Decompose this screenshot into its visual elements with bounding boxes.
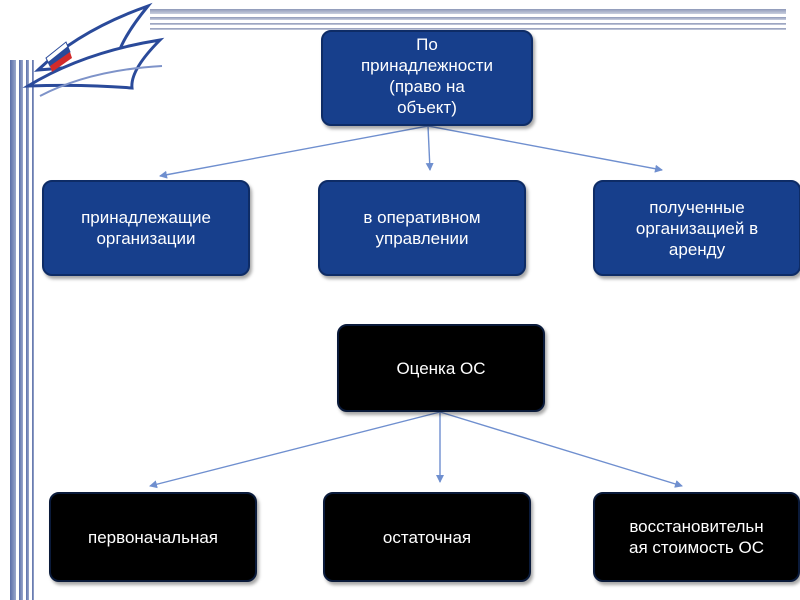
- decor-vertical-stripe-2: [19, 60, 23, 600]
- residual-cost-label: остаточная: [382, 527, 472, 547]
- residual-cost-box: остаточная: [323, 492, 531, 582]
- ownership-root-box: По принадлежности (право на объект): [321, 30, 533, 126]
- owned-by-organization-box: принадлежащие организации: [42, 180, 250, 276]
- decor-horizontal-stripe-3: [150, 23, 786, 25]
- valuation-root-box: Оценка ОС: [337, 324, 545, 412]
- decor-horizontal-stripe-4: [150, 28, 786, 30]
- decor-vertical-stripe-3: [26, 60, 29, 600]
- valuation-root-label: Оценка ОС: [396, 358, 486, 378]
- replacement-cost-label: восстановительн ая стоимость ОС: [629, 517, 764, 557]
- leased-box: полученные организацией в аренду: [593, 180, 800, 276]
- operational-management-label: в оперативном управлении: [363, 208, 481, 248]
- decor-horizontal-stripe-2: [150, 17, 786, 20]
- ownership-root-label: По принадлежности (право на объект): [360, 35, 494, 117]
- operational-management-box: в оперативном управлении: [318, 180, 526, 276]
- decor-vertical-stripe-1: [10, 60, 16, 600]
- logo-icon: [22, 2, 165, 97]
- decor-vertical-stripe-4: [32, 60, 34, 600]
- owned-by-organization-label: принадлежащие организации: [81, 208, 211, 248]
- initial-cost-label: первоначальная: [87, 527, 218, 547]
- leased-label: полученные организацией в аренду: [635, 197, 759, 259]
- arrow-valuation-to-replacement: [439, 411, 683, 488]
- arrow-ownership-to-owned: [159, 125, 429, 179]
- decor-horizontal-stripe-1: [150, 9, 786, 14]
- replacement-cost-box: восстановительн ая стоимость ОС: [593, 492, 800, 582]
- arrow-ownership-to-operational: [425, 125, 434, 171]
- arrow-ownership-to-leased: [427, 125, 663, 173]
- arrow-valuation-to-initial: [149, 411, 441, 489]
- initial-cost-box: первоначальная: [49, 492, 257, 582]
